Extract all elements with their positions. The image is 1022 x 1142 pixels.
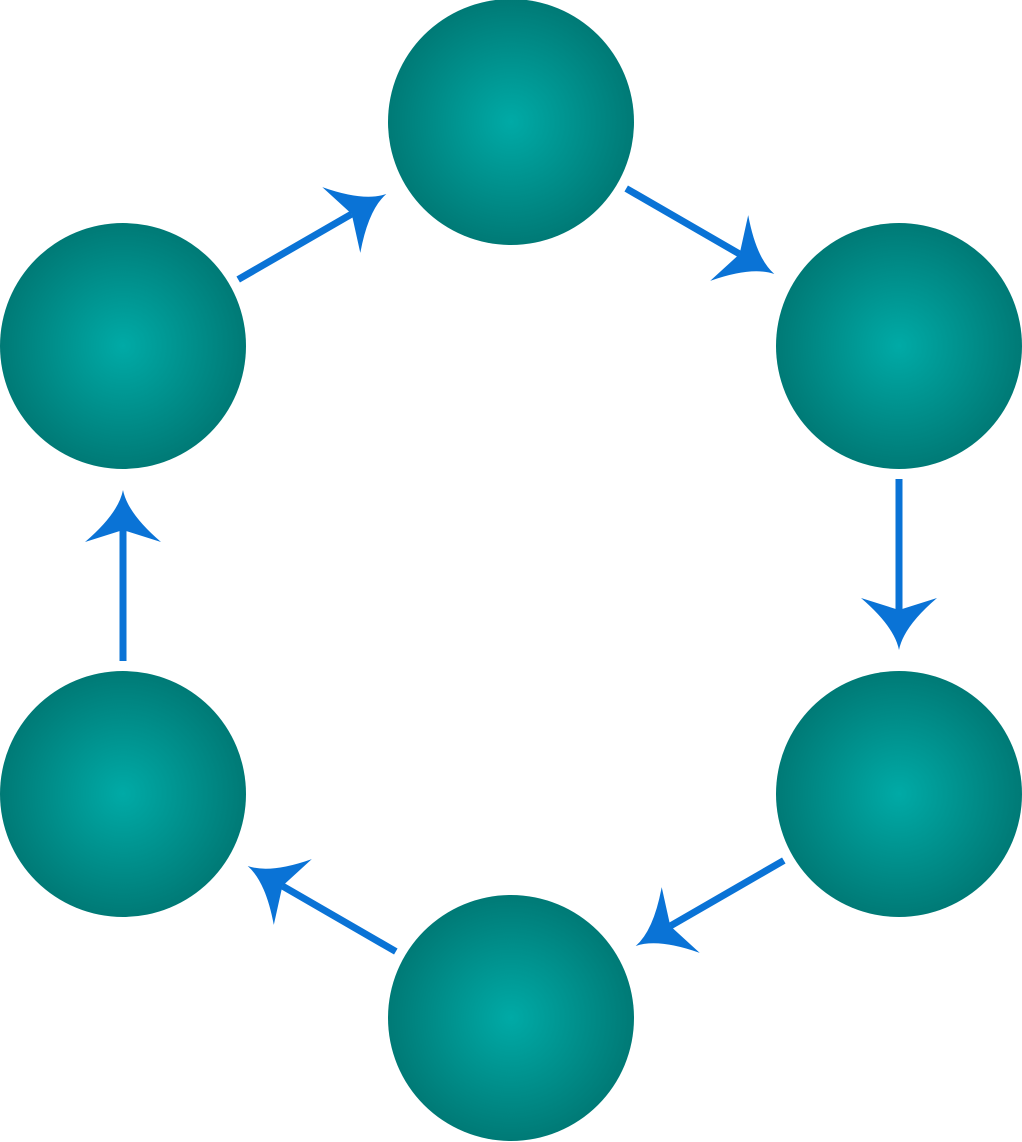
node-lower-left xyxy=(0,671,246,917)
node-circle xyxy=(0,223,246,469)
arrow-shaft xyxy=(668,857,786,930)
arrow-node-lower-left-to-node-upper-left xyxy=(85,490,161,661)
node-circle xyxy=(0,671,246,917)
arrow-head xyxy=(85,490,161,542)
arrow-shaft xyxy=(236,210,354,283)
arrow-head xyxy=(635,887,700,953)
node-bottom xyxy=(388,895,634,1141)
arrow-head xyxy=(861,598,937,650)
node-circle xyxy=(388,0,634,245)
arrow-shaft xyxy=(624,185,742,258)
arrow-node-upper-right-to-node-lower-right xyxy=(861,479,937,650)
node-lower-right xyxy=(776,671,1022,917)
arrow-node-lower-right-to-node-bottom xyxy=(635,857,786,953)
arrow-head xyxy=(247,859,312,925)
node-top xyxy=(388,0,634,245)
node-upper-left xyxy=(0,223,246,469)
arrow-node-top-to-node-upper-right xyxy=(624,185,775,281)
arrow-node-bottom-to-node-lower-left xyxy=(247,859,398,955)
node-upper-right xyxy=(776,223,1022,469)
arrow-node-upper-left-to-node-top xyxy=(236,187,387,283)
node-circle xyxy=(776,223,1022,469)
arrow-head xyxy=(322,187,387,253)
arrow-head xyxy=(710,215,775,281)
edges-layer xyxy=(85,185,937,955)
node-circle xyxy=(776,671,1022,917)
node-circle xyxy=(388,895,634,1141)
arrow-shaft xyxy=(280,882,398,955)
